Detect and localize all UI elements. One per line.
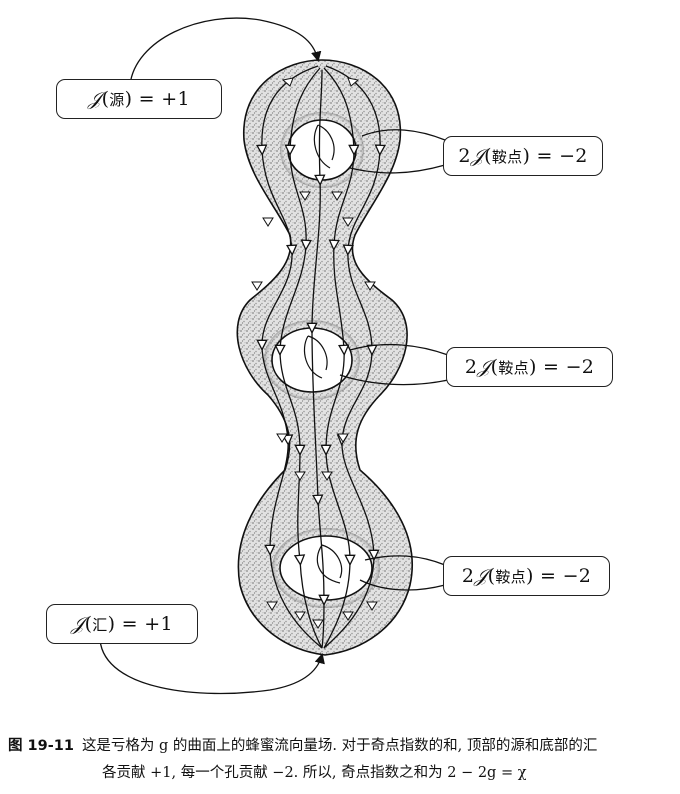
label-saddle-mid-open: ( [490,356,499,378]
label-source: 𝒥(源) = +1 [56,79,222,119]
label-sink-rhs: = +1 [121,613,173,635]
leader-saddle-top [349,129,446,174]
label-saddle-bot-prefix: 2 [461,565,475,587]
label-saddle-mid-word: 鞍点 [498,358,529,377]
flow-line-inner-left [280,67,323,649]
hole-flow-detail [303,124,343,584]
label-saddle-bot-word: 鞍点 [495,567,526,586]
label-sink-open: ( [84,613,93,635]
label-saddle-mid-prefix: 2 [464,356,478,378]
leader-sink [99,639,325,695]
flow-lines [262,65,380,649]
label-saddle-mid-func: 𝒥 [477,356,491,378]
label-saddle-top-open: ( [484,145,492,167]
label-saddle-mid-close: ) [528,356,537,378]
leader-lines [99,17,449,695]
label-sink: 𝒥(汇) = +1 [46,604,198,644]
label-saddle-top-func: 𝒥 [470,145,485,167]
leader-saddle-bot [359,555,446,591]
caption-text-1: 这是亏格为 g 的曲面上的蜂蜜流向量场. 对于奇点指数的和, 顶部的源和底部的汇 [81,738,598,754]
flow-line-center [312,69,324,649]
label-saddle-bot-close: ) [525,565,534,587]
figure-caption: 图 19-11 这是亏格为 g 的曲面上的蜂蜜流向量场. 对于奇点指数的和, 顶部… [8,733,672,787]
label-saddle-bot-rhs: = −2 [540,565,592,587]
label-saddle-top-word: 鞍点 [491,147,523,166]
flow-arrows [251,77,378,629]
flow-line-outer-right [323,65,380,649]
label-source-open: ( [101,88,110,110]
label-saddle-top-rhs: = −2 [536,145,588,167]
label-source-rhs: = +1 [138,88,190,110]
flow-line-outer-left [262,65,323,649]
label-saddle-bot-open: ( [487,565,496,587]
leader-saddle-mid [339,343,449,386]
label-saddle-top-prefix: 2 [458,145,471,167]
caption-line-1: 图 19-11 这是亏格为 g 的曲面上的蜂蜜流向量场. 对于奇点指数的和, 顶部… [8,733,672,760]
hole-bottom [272,528,380,608]
label-source-func: 𝒥 [88,88,102,110]
honey-flow-figure [99,17,449,695]
label-sink-close: ) [107,613,116,635]
leader-source [129,17,322,86]
label-source-close: ) [124,88,133,110]
label-saddle-bot-func: 𝒥 [474,565,488,587]
caption-line-2: 各贡献 +1, 每一个孔贡献 −2. 所以, 奇点指数之和为 2 − 2g = … [102,765,527,781]
label-source-word: 源 [109,90,125,109]
label-sink-word: 汇 [92,615,108,634]
flow-line-inner-right [324,67,354,649]
label-saddle-top-close: ) [522,145,531,167]
label-sink-func: 𝒥 [71,613,85,635]
figure-number: 图 19-11 [8,738,74,754]
label-saddle-mid-rhs: = −2 [543,356,595,378]
